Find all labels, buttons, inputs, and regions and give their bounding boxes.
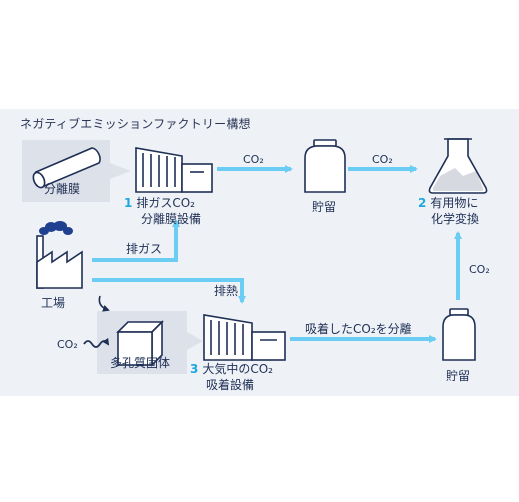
storage-tank-top-icon [304, 139, 346, 193]
factory-icon [36, 235, 83, 289]
unit1-number: 1 [124, 196, 133, 210]
arrow-membrane-tip [110, 163, 131, 179]
unit3-label-line2: 吸着設備 [206, 378, 255, 392]
unit1-title: 排ガスCO₂ [136, 196, 195, 210]
unit2-label-line2: 化学変換 [431, 212, 480, 226]
heat-label: 排熱 [214, 284, 239, 298]
flask-icon [428, 138, 488, 194]
air-co2-label: CO₂ [57, 338, 78, 351]
adsorb-label: 吸着したCO₂を分離 [305, 322, 412, 336]
air-capture-facility-icon [203, 314, 286, 361]
porous-label: 多孔質固体 [110, 356, 171, 370]
arrow-porous-tip [187, 332, 203, 350]
diagram-title: ネガティブエミッションファクトリー構想 [20, 117, 251, 131]
unit3-number: 3 [190, 362, 199, 376]
co2-label-a: CO₂ [243, 153, 264, 166]
co2-label-b: CO₂ [372, 153, 393, 166]
unit2-title: 有用物に [430, 196, 479, 210]
membrane-label: 分離膜 [44, 182, 81, 196]
storage-bottom-label: 貯留 [446, 369, 471, 383]
arrow-heat [92, 278, 246, 304]
arrow-exhaust [92, 219, 180, 262]
unit3-title: 大気中のCO₂ [202, 362, 273, 376]
storage-tank-bottom-icon [442, 308, 476, 361]
co2-up-label: CO₂ [469, 263, 490, 276]
storage-top-label: 貯留 [312, 200, 337, 214]
exhaust-label: 排ガス [126, 242, 163, 256]
factory-to-porous-arrow [98, 295, 110, 312]
membrane-facility-icon [135, 147, 213, 193]
smoke-icon [39, 221, 73, 235]
membrane-tube-icon [32, 147, 101, 189]
unit1-label-line2: 分離膜設備 [141, 212, 202, 226]
factory-label: 工場 [41, 296, 66, 310]
porous-cube-icon [116, 320, 164, 367]
unit2-number: 2 [418, 196, 427, 210]
arrows [92, 163, 462, 350]
air-co2-wave-icon [83, 337, 110, 348]
